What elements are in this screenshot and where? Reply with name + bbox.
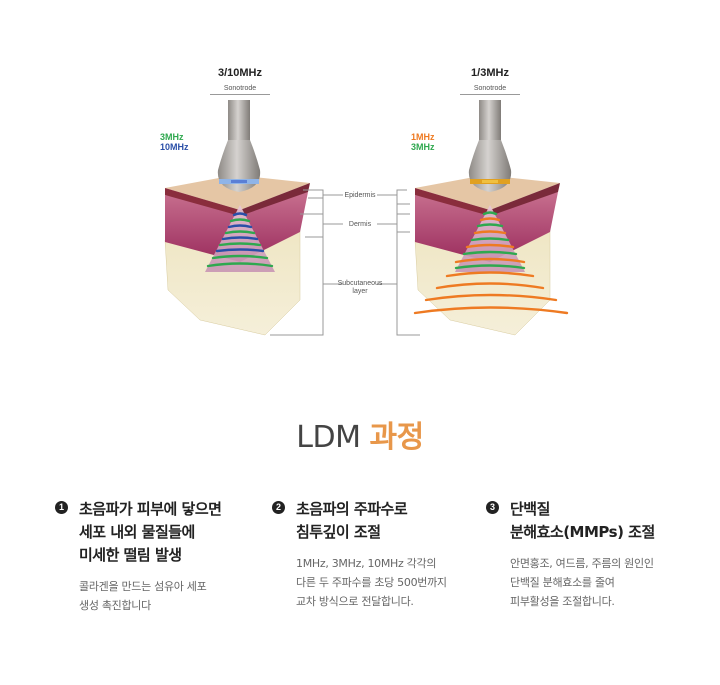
subcutaneous-label-line2: layer	[352, 288, 368, 295]
step-description-line: 콜라겐을 만드는 섬유아 세포	[79, 580, 207, 593]
step-description-line: 단백질 분해효소를 줄여	[510, 576, 615, 589]
legend-10mhz: 10MHz	[160, 142, 189, 152]
step-heading: 초음파의 주파수로 침투깊이 조절	[296, 498, 492, 544]
right-skin-block	[413, 100, 569, 336]
step-description-line: 피부활성을 조절합니다.	[510, 595, 615, 608]
step-description-line: 교차 방식으로 전달합니다.	[296, 595, 414, 608]
step-description: 안면홍조, 여드름, 주름의 원인인 단백질 분해효소를 줄여 피부활성을 조절…	[510, 554, 706, 611]
left-sonotrode-label: Sonotrode	[210, 85, 270, 95]
right-frequency-title: 1/3MHz	[471, 67, 509, 79]
step-description: 콜라겐을 만드는 섬유아 세포 생성 촉진합니다	[79, 577, 275, 615]
legend-1mhz: 1MHz	[411, 132, 435, 142]
step-2: 2 초음파의 주파수로 침투깊이 조절 1MHz, 3MHz, 10MHz 각각…	[272, 498, 492, 611]
step-heading: 단백질 분해효소(MMPs) 조절	[510, 498, 706, 544]
skin-cross-section-illustration	[164, 100, 569, 336]
step-heading-line: 분해효소(MMPs) 조절	[510, 523, 655, 541]
step-description-line: 안면홍조, 여드름, 주름의 원인인	[510, 557, 654, 570]
section-title-ldm: LDM	[296, 420, 361, 455]
step-description-line: 생성 촉진합니다	[79, 599, 151, 612]
left-skin-block	[164, 100, 310, 336]
step-heading-line: 단백질	[510, 500, 550, 518]
step-heading-line: 초음파가 피부에 닿으면	[79, 500, 222, 518]
dermis-label: Dermis	[348, 221, 372, 228]
left-frequency-title: 3/10MHz	[217, 67, 263, 79]
right-sonotrode-label: Sonotrode	[460, 85, 520, 95]
subcutaneous-label: Subcutaneous layer	[325, 280, 395, 296]
step-heading: 초음파가 피부에 닿으면 세포 내외 물질들에 미세한 떨림 발생	[79, 498, 275, 567]
section-title: LDM 과정	[0, 412, 720, 456]
right-frequency-legend: 1MHz 3MHz	[411, 132, 435, 152]
step-description: 1MHz, 3MHz, 10MHz 각각의 다른 두 주파수를 초당 500번까…	[296, 554, 492, 611]
step-number-badge: 2	[272, 501, 285, 514]
step-number-badge: 1	[55, 501, 68, 514]
step-1: 1 초음파가 피부에 닿으면 세포 내외 물질들에 미세한 떨림 발생 콜라겐을…	[55, 498, 275, 615]
ldm-diagram: 3/10MHz Sonotrode 3MHz 10MHz 1/3MHz Sono…	[160, 67, 569, 336]
step-heading-line: 침투깊이 조절	[296, 523, 381, 541]
section-title-process: 과정	[369, 420, 425, 455]
legend-3mhz: 3MHz	[411, 142, 435, 152]
epidermis-label: Epidermis	[344, 192, 376, 199]
layer-brackets	[270, 189, 420, 336]
left-frequency-legend: 3MHz 10MHz	[160, 132, 189, 152]
step-heading-line: 세포 내외 물질들에	[79, 523, 195, 541]
step-number-badge: 3	[486, 501, 499, 514]
subcutaneous-label-line1: Subcutaneous	[337, 280, 383, 287]
step-3: 3 단백질 분해효소(MMPs) 조절 안면홍조, 여드름, 주름의 원인인 단…	[486, 498, 706, 611]
step-description-line: 1MHz, 3MHz, 10MHz 각각의	[296, 557, 437, 570]
step-description-line: 다른 두 주파수를 초당 500번까지	[296, 576, 447, 589]
step-heading-line: 초음파의 주파수로	[296, 500, 408, 518]
legend-3mhz: 3MHz	[160, 132, 184, 142]
step-heading-line: 미세한 떨림 발생	[79, 546, 182, 564]
